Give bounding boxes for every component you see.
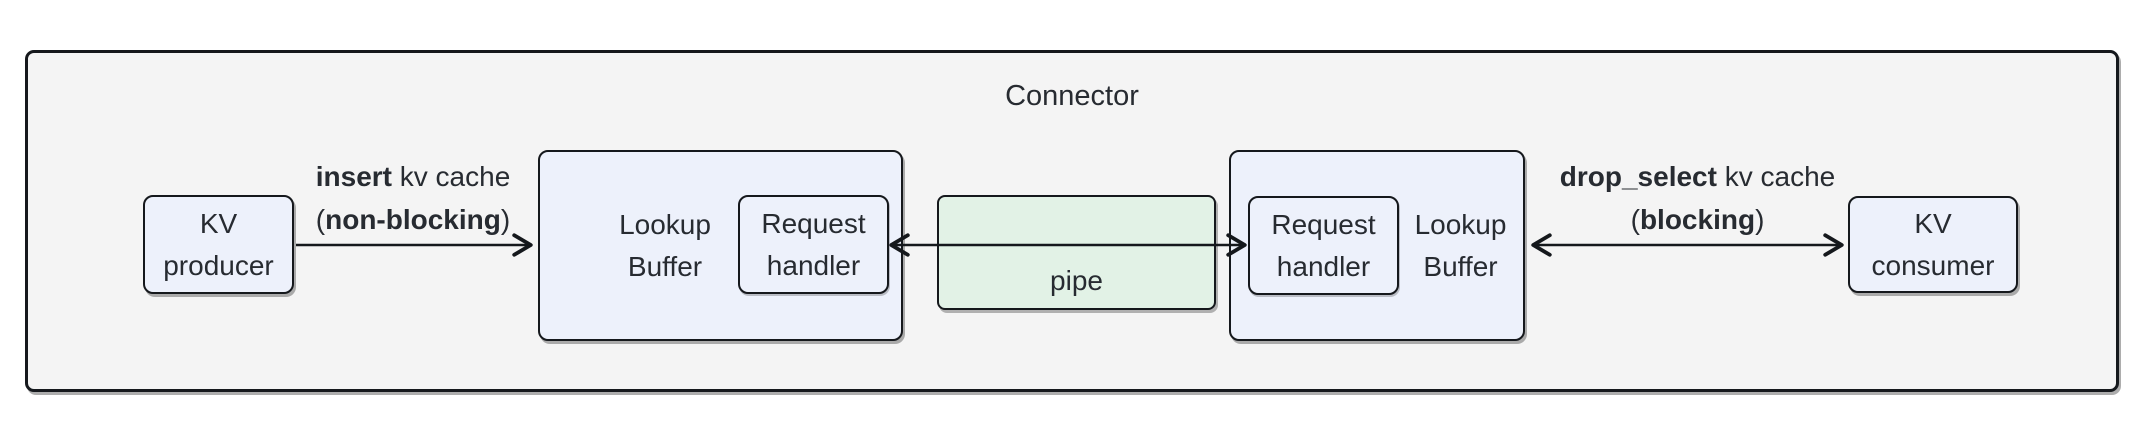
- lookup-buffer-right-node: Request handler Lookup Buffer: [1229, 150, 1525, 341]
- drop-select-edge-label-line1: drop_select kv cache: [1540, 155, 1855, 198]
- drop-select-mode: blocking: [1639, 204, 1756, 235]
- insert-edge-label-line1: insert kv cache: [280, 155, 546, 198]
- kv-consumer-label-line2: consumer: [1871, 249, 1995, 281]
- kv-producer-label-line1: KV: [199, 207, 238, 239]
- drop-select-op-rest: kv cache: [1716, 161, 1836, 192]
- lookup-buffer-left-node: Lookup Buffer Request handler: [538, 150, 903, 341]
- request-handler-left-label-line1: Request: [761, 207, 866, 239]
- connector-title: Connector: [1005, 80, 1139, 112]
- insert-op-rest: kv cache: [391, 161, 511, 192]
- insert-paren-open: (: [315, 204, 326, 235]
- request-handler-left-label-line2: handler: [766, 249, 861, 281]
- lookup-buffer-left-label-line2: Buffer: [627, 250, 703, 282]
- drop-select-edge-label-line2: (blocking): [1540, 198, 1855, 241]
- lookup-buffer-right-label-line1: Lookup: [1414, 208, 1507, 240]
- insert-op-name: insert: [315, 161, 392, 192]
- drop-select-edge-label: drop_select kv cache (blocking): [1540, 155, 1855, 241]
- lookup-buffer-left-label-line1: Lookup: [619, 208, 711, 240]
- kv-producer-label-line2: producer: [163, 249, 274, 281]
- lookup-buffer-right-label: Lookup Buffer: [1398, 152, 1523, 339]
- request-handler-left-node: Request handler: [738, 195, 889, 294]
- insert-edge-label-line2: (non-blocking): [280, 198, 546, 241]
- request-handler-right-label-line1: Request: [1271, 208, 1376, 240]
- insert-edge-label: insert kv cache (non-blocking): [280, 155, 546, 241]
- lookup-buffer-right-label-line2: Buffer: [1423, 250, 1498, 282]
- request-handler-right-node: Request handler: [1248, 196, 1399, 295]
- pipe-label: pipe: [1050, 265, 1103, 296]
- insert-paren-close: ): [500, 204, 511, 235]
- kv-producer-node: KV producer: [143, 195, 294, 294]
- pipe-node: pipe: [937, 195, 1216, 310]
- drop-select-paren-open: (: [1630, 204, 1640, 235]
- request-handler-right-label-line2: handler: [1276, 250, 1371, 282]
- kv-consumer-node: KV consumer: [1848, 196, 2018, 293]
- drop-select-op-name: drop_select: [1559, 161, 1717, 192]
- kv-consumer-label-line1: KV: [1914, 207, 1952, 239]
- lookup-buffer-left-label: Lookup Buffer: [575, 152, 755, 339]
- drop-select-paren-close: ): [1755, 204, 1765, 235]
- insert-mode: non-blocking: [325, 204, 501, 235]
